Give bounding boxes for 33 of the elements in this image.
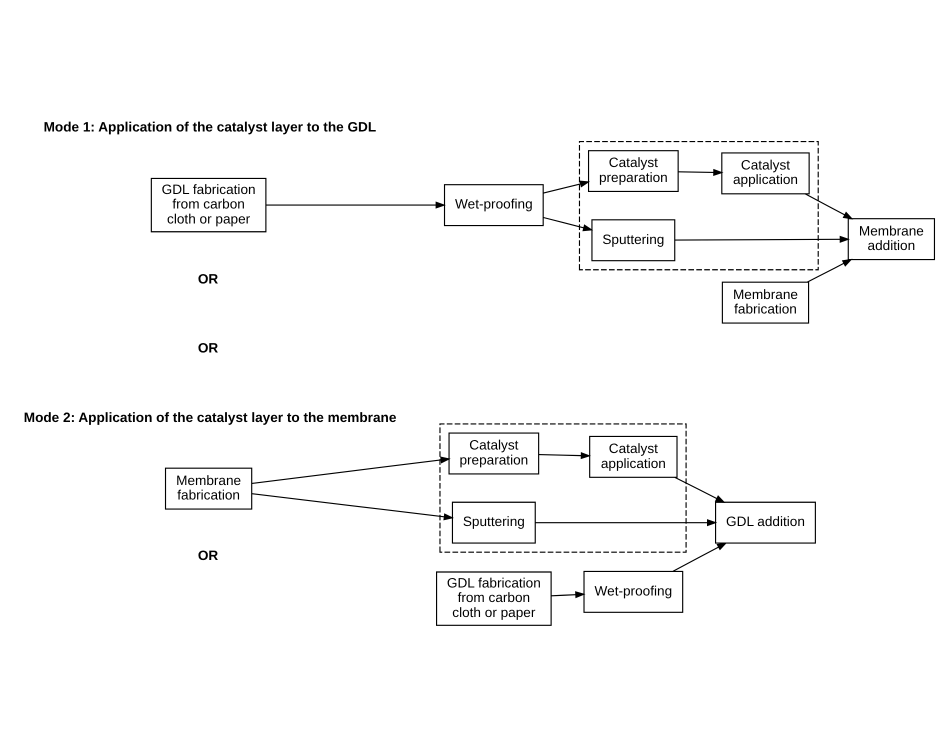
node-box: Catalyst preparation — [448, 432, 539, 474]
node-box: Membrane fabrication — [721, 281, 809, 324]
arrow — [534, 518, 717, 526]
node-box: GDL fabrication from carbon cloth or paper — [150, 177, 266, 232]
arrow — [542, 180, 590, 194]
arrow — [674, 235, 850, 242]
node-box: Sputtering — [590, 218, 675, 261]
arrow — [251, 456, 450, 484]
arrow — [265, 201, 446, 208]
arrow — [542, 216, 593, 231]
arrow — [550, 590, 585, 598]
label: OR — [197, 548, 218, 563]
node-box: GDL addition — [714, 501, 816, 544]
arrow — [538, 452, 591, 459]
label: OR — [197, 270, 218, 286]
label: Mode 1: Application of the catalyst layer to the GDL — [43, 118, 376, 134]
node-box: Wet-proofing — [443, 184, 544, 226]
label: Mode 2: Application of the catalyst layer to the membrane — [23, 409, 396, 424]
arrow — [678, 168, 723, 176]
arrow — [674, 476, 726, 502]
arrow — [804, 192, 853, 219]
node-box: Membrane addition — [847, 218, 935, 260]
node-box: GDL fabrication from carbon cloth or paper — [436, 570, 552, 626]
node-box: Catalyst preparation — [587, 150, 678, 192]
node-box: Catalyst application — [588, 435, 678, 478]
node-box: Catalyst application — [720, 152, 810, 194]
arrow — [251, 492, 454, 520]
label: OR — [197, 340, 218, 356]
node-box: Sputtering — [451, 501, 536, 544]
node-box: Membrane fabrication — [164, 467, 252, 510]
arrow — [672, 542, 727, 572]
arrow — [806, 258, 852, 282]
node-box: Wet-proofing — [582, 570, 683, 612]
